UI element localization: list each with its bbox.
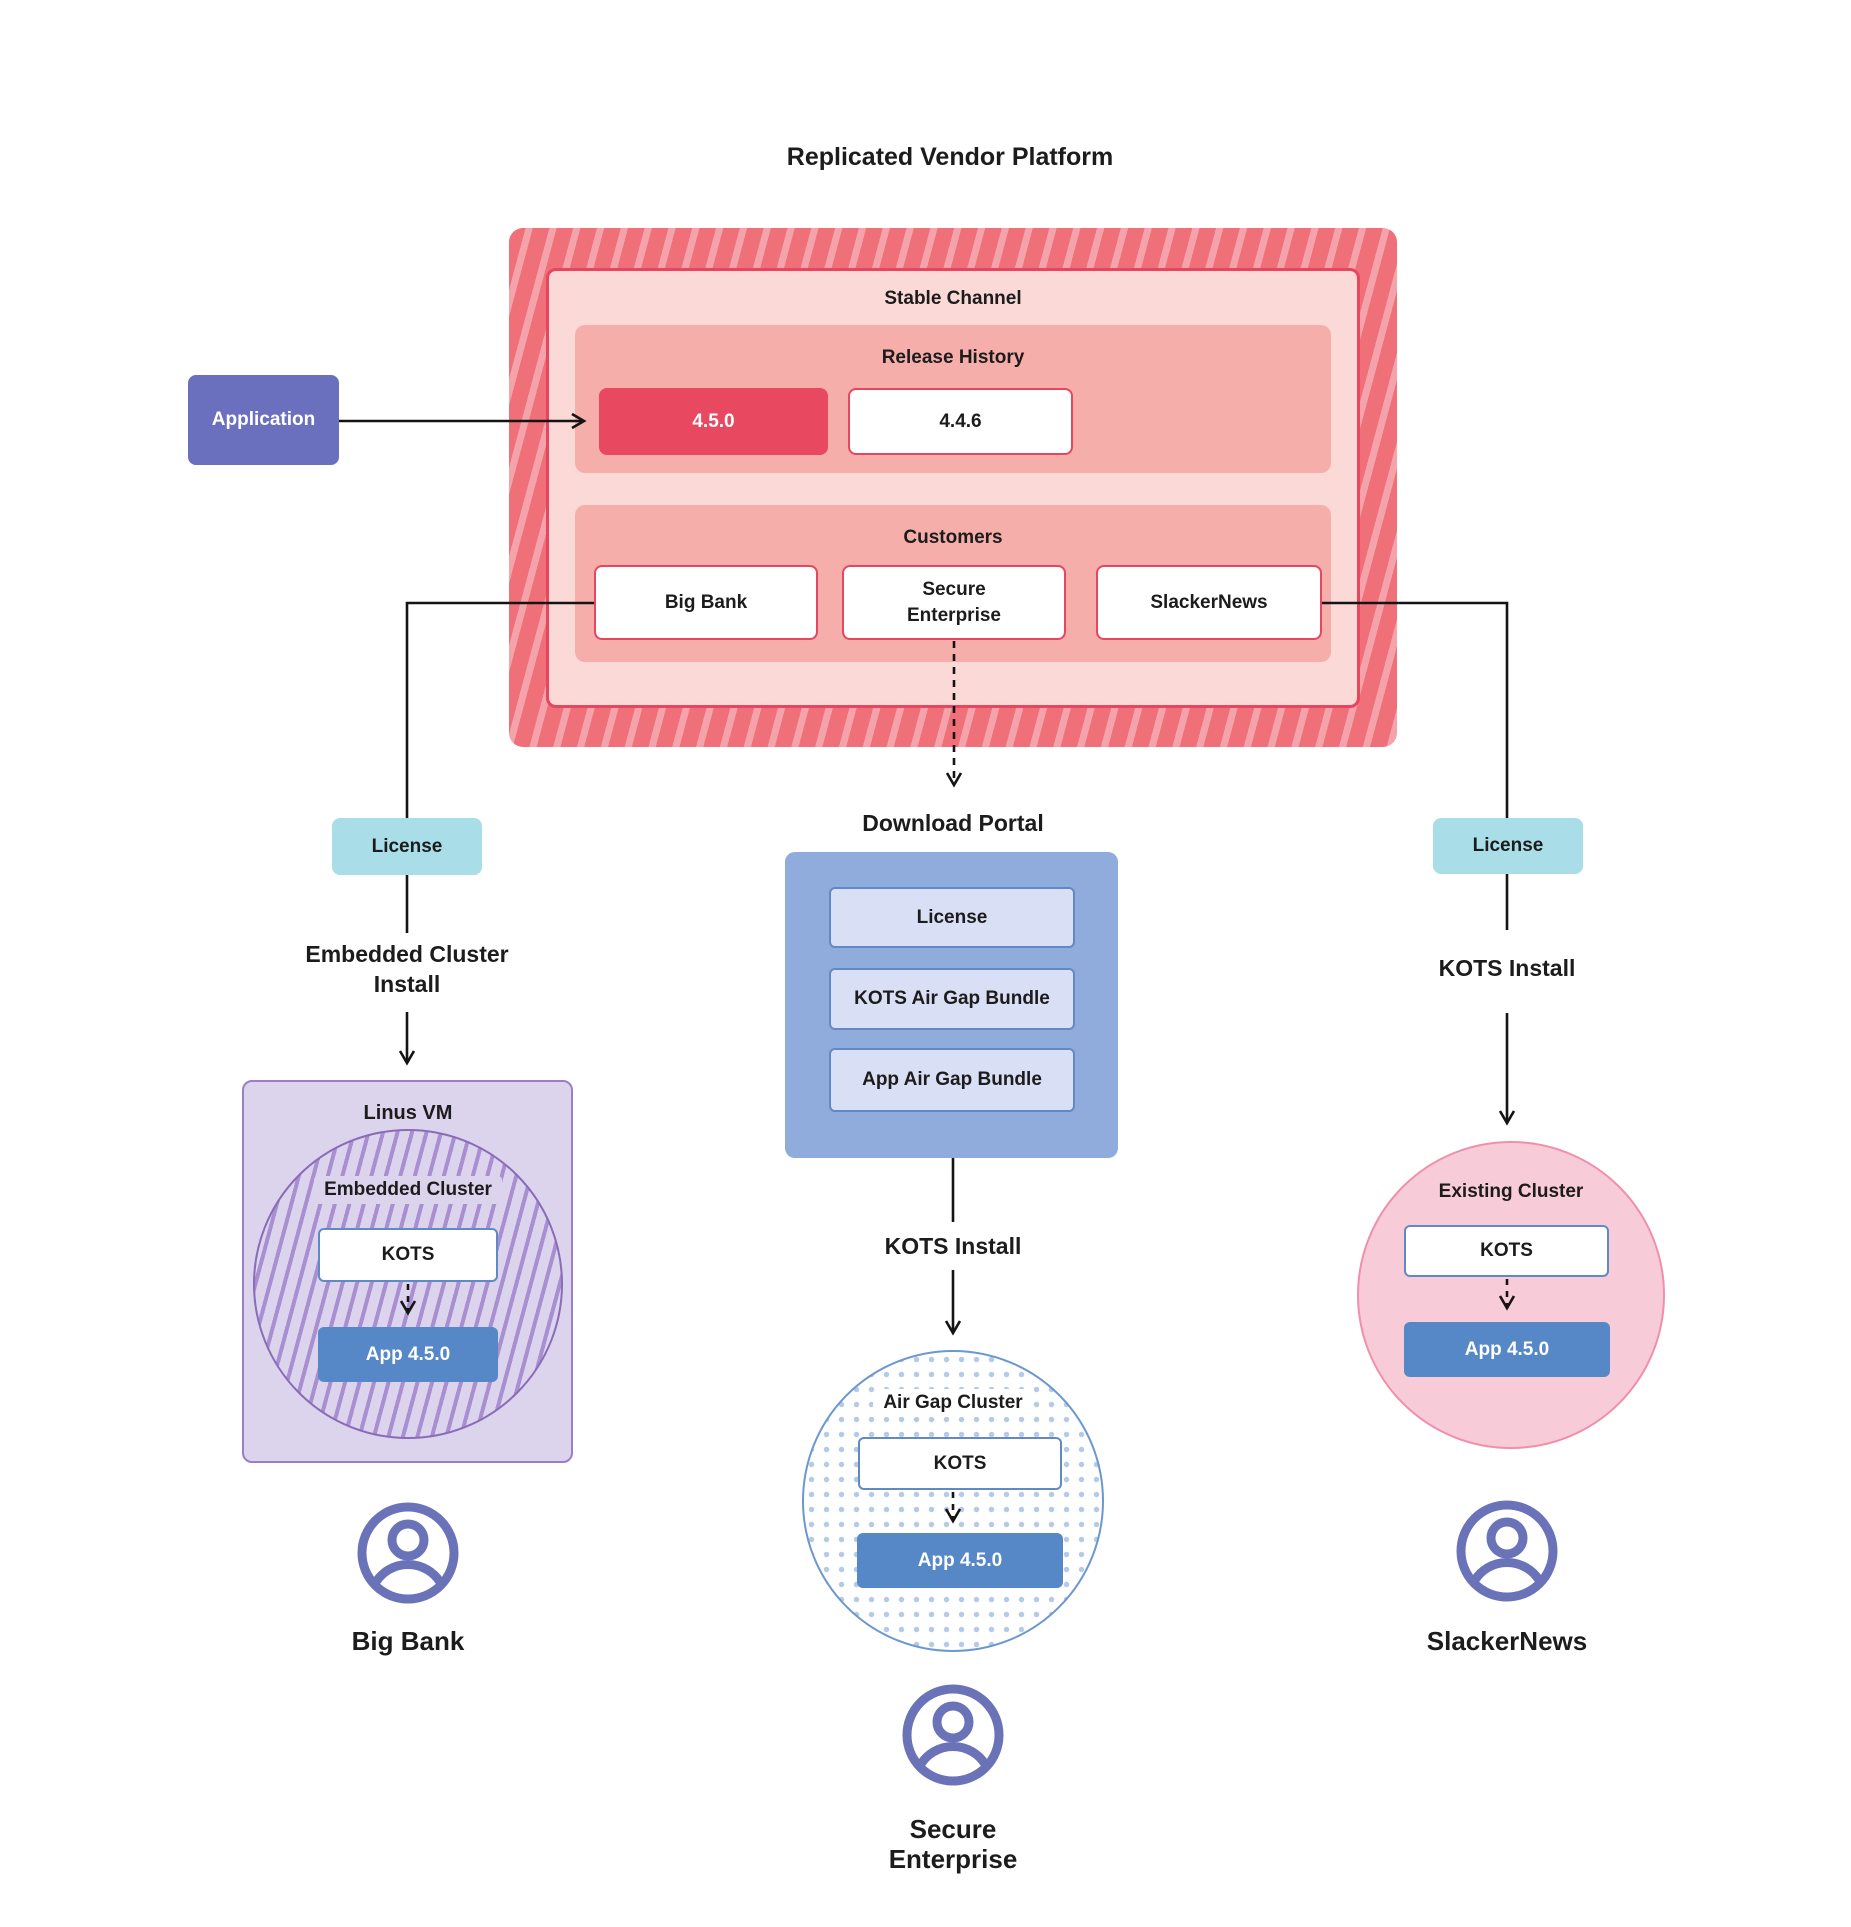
air-gap-cluster-label-wrap: Air Gap Cluster [803,1389,1103,1417]
user-label-big-bank: Big Bank [351,1626,465,1656]
customer-big-bank: Big Bank [594,565,818,640]
existing-cluster-label: Existing Cluster [1428,1178,1594,1206]
kots-box-right: KOTS [1404,1225,1609,1277]
download-portal-label: Download Portal [862,809,1044,836]
user-icon [1456,1500,1558,1602]
user-icon [357,1502,459,1604]
page-title: Replicated Vendor Platform [786,142,1114,171]
license-chip-right: License [1433,818,1583,874]
user-label-slackernews: SlackerNews [1426,1626,1588,1656]
linus-vm-label: Linus VM [363,1101,453,1124]
app-box-middle: App 4.5.0 [857,1533,1063,1588]
app-box-right: App 4.5.0 [1404,1322,1610,1377]
embedded-cluster-label-wrap: Embedded Cluster [258,1176,558,1204]
kots-box-middle: KOTS [858,1437,1062,1490]
license-chip-left: License [332,818,482,875]
user-icon [902,1684,1004,1786]
customers-label: Customers [903,527,1003,548]
kots-box-left: KOTS [318,1228,498,1282]
portal-item-kots-bundle: KOTS Air Gap Bundle [829,968,1075,1030]
kots-install-label-middle: KOTS Install [884,1232,1022,1259]
user-label-secure-enterprise: Secure Enterprise [853,1814,1053,1874]
embedded-cluster-install-text: Embedded Cluster Install [305,940,509,997]
release-450: 4.5.0 [599,388,828,455]
user-label-secure-enterprise-text: Secure Enterprise [888,1814,1018,1874]
portal-item-app-bundle: App Air Gap Bundle [829,1048,1075,1112]
air-gap-cluster-label: Air Gap Cluster [873,1389,1033,1417]
customer-secure-enterprise: Secure Enterprise [842,565,1066,640]
app-box-left: App 4.5.0 [318,1327,498,1382]
kots-install-label-right: KOTS Install [1438,954,1576,981]
release-history-label: Release History [881,347,1025,368]
embedded-cluster-install-label: Embedded Cluster Install [237,938,577,1000]
customer-secure-enterprise-label: Secure Enterprise [907,578,1001,626]
portal-item-license: License [829,887,1075,948]
existing-cluster-label-wrap: Existing Cluster [1361,1178,1661,1206]
customer-slackernews: SlackerNews [1096,565,1322,640]
release-446: 4.4.6 [848,388,1073,455]
stable-channel-label: Stable Channel [884,288,1022,309]
embedded-cluster-label: Embedded Cluster [314,1176,502,1204]
application-box: Application [188,375,339,465]
